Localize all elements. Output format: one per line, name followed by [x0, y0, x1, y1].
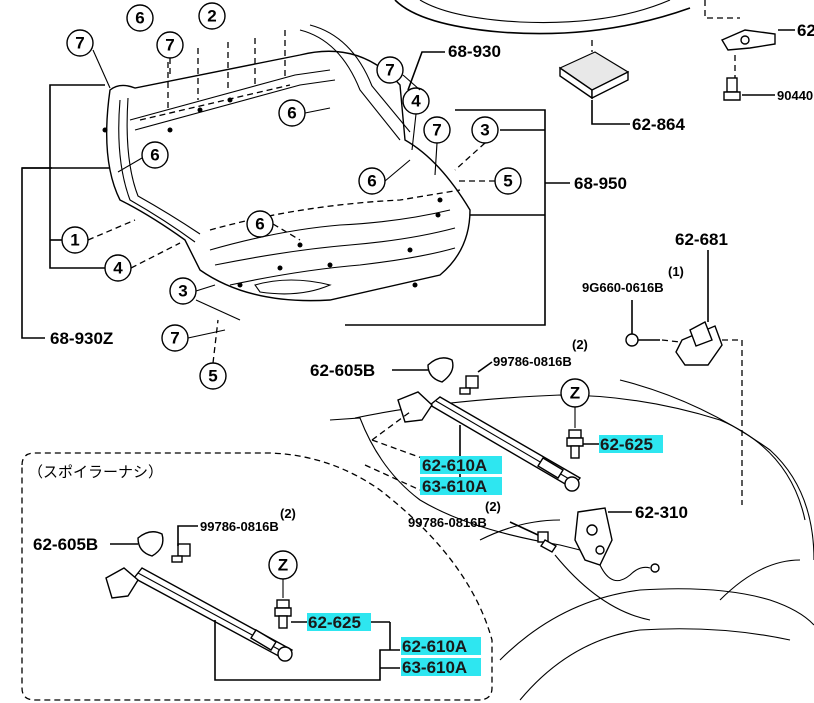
label-99786-upper: 99786-0816B: [493, 354, 572, 369]
svg-text:6: 6: [150, 146, 159, 165]
callout-z-lower: Z: [268, 550, 308, 629]
svg-text:7: 7: [75, 34, 84, 53]
callout-3: 3: [471, 116, 499, 144]
label-qty-2-lower: (2): [280, 506, 296, 521]
label-62-605b-upper: 62-605B: [310, 361, 375, 380]
bracket-68-930z: [21, 167, 110, 339]
svg-text:3: 3: [480, 121, 489, 140]
label-qty-1: (1): [668, 264, 684, 279]
svg-text:6: 6: [135, 9, 144, 28]
label-spoiler-note: （スポイラーナシ）: [28, 463, 163, 481]
bumper-62-605b-upper: [392, 357, 454, 383]
callout-7: 7: [66, 29, 94, 57]
callout-6: 6: [246, 210, 274, 238]
label-qty-2-middle: (2): [485, 499, 501, 514]
label-63-610a-lower: 63-610A: [402, 658, 467, 677]
callout-7: 7: [161, 324, 189, 352]
svg-text:3: 3: [178, 282, 187, 301]
label-62-605b-lower: 62-605B: [33, 535, 98, 554]
svg-text:2: 2: [207, 7, 216, 26]
svg-text:7: 7: [170, 329, 179, 348]
strut-upper: [364, 391, 582, 492]
svg-text:Z: Z: [570, 384, 580, 403]
highlight-62-625-lower: [307, 613, 371, 631]
label-62-864: 62-864: [632, 115, 685, 134]
svg-text:5: 5: [208, 367, 217, 386]
callout-6: 6: [126, 4, 154, 32]
callout-leaders: [87, 49, 495, 364]
svg-text:6: 6: [367, 172, 376, 191]
label-99786-middle: 99786-0816B: [408, 515, 487, 530]
highlight-63-610a-upper: [420, 477, 502, 495]
callout-6: 6: [141, 141, 169, 169]
svg-text:6: 6: [287, 104, 296, 123]
callout-4: 4: [104, 254, 132, 282]
callout-4: 4: [402, 87, 430, 115]
highlight-63-610a-lower: [401, 658, 481, 676]
callout-6: 6: [278, 99, 306, 127]
svg-text:1: 1: [70, 231, 79, 250]
svg-text:6: 6: [255, 215, 264, 234]
bolt-90440: [723, 77, 775, 101]
bolt-99786-lower: [171, 525, 198, 563]
bracket-68-950: [345, 109, 570, 326]
label-68-930: 68-930: [448, 42, 501, 61]
label-90440: 90440: [777, 88, 813, 103]
bracket-62: [720, 29, 795, 80]
callout-5: 5: [494, 167, 522, 195]
bolt-99786-middle: [509, 521, 558, 553]
callout-1: 1: [61, 226, 89, 254]
svg-text:Z: Z: [278, 556, 288, 575]
label-62-610a-lower: 62-610A: [402, 637, 467, 656]
clip-dots: [102, 97, 443, 288]
callout-3: 3: [169, 277, 197, 305]
label-63-610a-upper: 63-610A: [422, 477, 487, 496]
variant-box: [21, 452, 493, 701]
svg-text:7: 7: [165, 36, 174, 55]
lock-62-310: [574, 507, 660, 582]
label-62-610a-upper: 62-610A: [422, 456, 487, 475]
callout-6: 6: [358, 167, 386, 195]
svg-text:7: 7: [385, 61, 394, 80]
label-68-950: 68-950: [574, 174, 627, 193]
bumper-62-605b-lower: [110, 531, 164, 557]
callout-7: 7: [376, 56, 404, 84]
svg-text:5: 5: [503, 172, 512, 191]
label-99786-lower: 99786-0816B: [200, 519, 279, 534]
latch-62-681: [675, 250, 723, 366]
callout-7: 7: [423, 116, 451, 144]
hood-inner-panel: [102, 24, 471, 302]
svg-text:7: 7: [432, 121, 441, 140]
highlight-62-625-upper: [599, 435, 663, 453]
svg-text:4: 4: [411, 92, 421, 111]
callout-7: 7: [156, 31, 184, 59]
bolt-99786-upper: [459, 361, 493, 395]
highlight-62-610a-lower: [401, 637, 481, 655]
label-qty-2-upper: (2): [572, 337, 588, 352]
highlight-62-610a-upper: [420, 456, 502, 474]
callout-z-upper: Z: [560, 378, 600, 459]
callout-5: 5: [199, 362, 227, 390]
label-68-930z: 68-930Z: [50, 329, 113, 348]
strut-lower: [105, 567, 400, 681]
svg-text:4: 4: [113, 259, 123, 278]
label-62-681: 62-681: [675, 230, 728, 249]
label-62-310: 62-310: [635, 503, 688, 522]
label-62-625-lower: 62-625: [308, 613, 361, 632]
callout-2: 2: [198, 2, 226, 30]
label-62-625-upper: 62-625: [600, 435, 653, 454]
car-body-outline: [394, 0, 740, 35]
label-9g660: 9G660-0616B: [582, 280, 664, 295]
bracket-left: [49, 84, 105, 269]
label-62: 62: [797, 21, 814, 40]
bolt-9g660: [625, 300, 743, 505]
pad-62-864: [558, 40, 630, 125]
